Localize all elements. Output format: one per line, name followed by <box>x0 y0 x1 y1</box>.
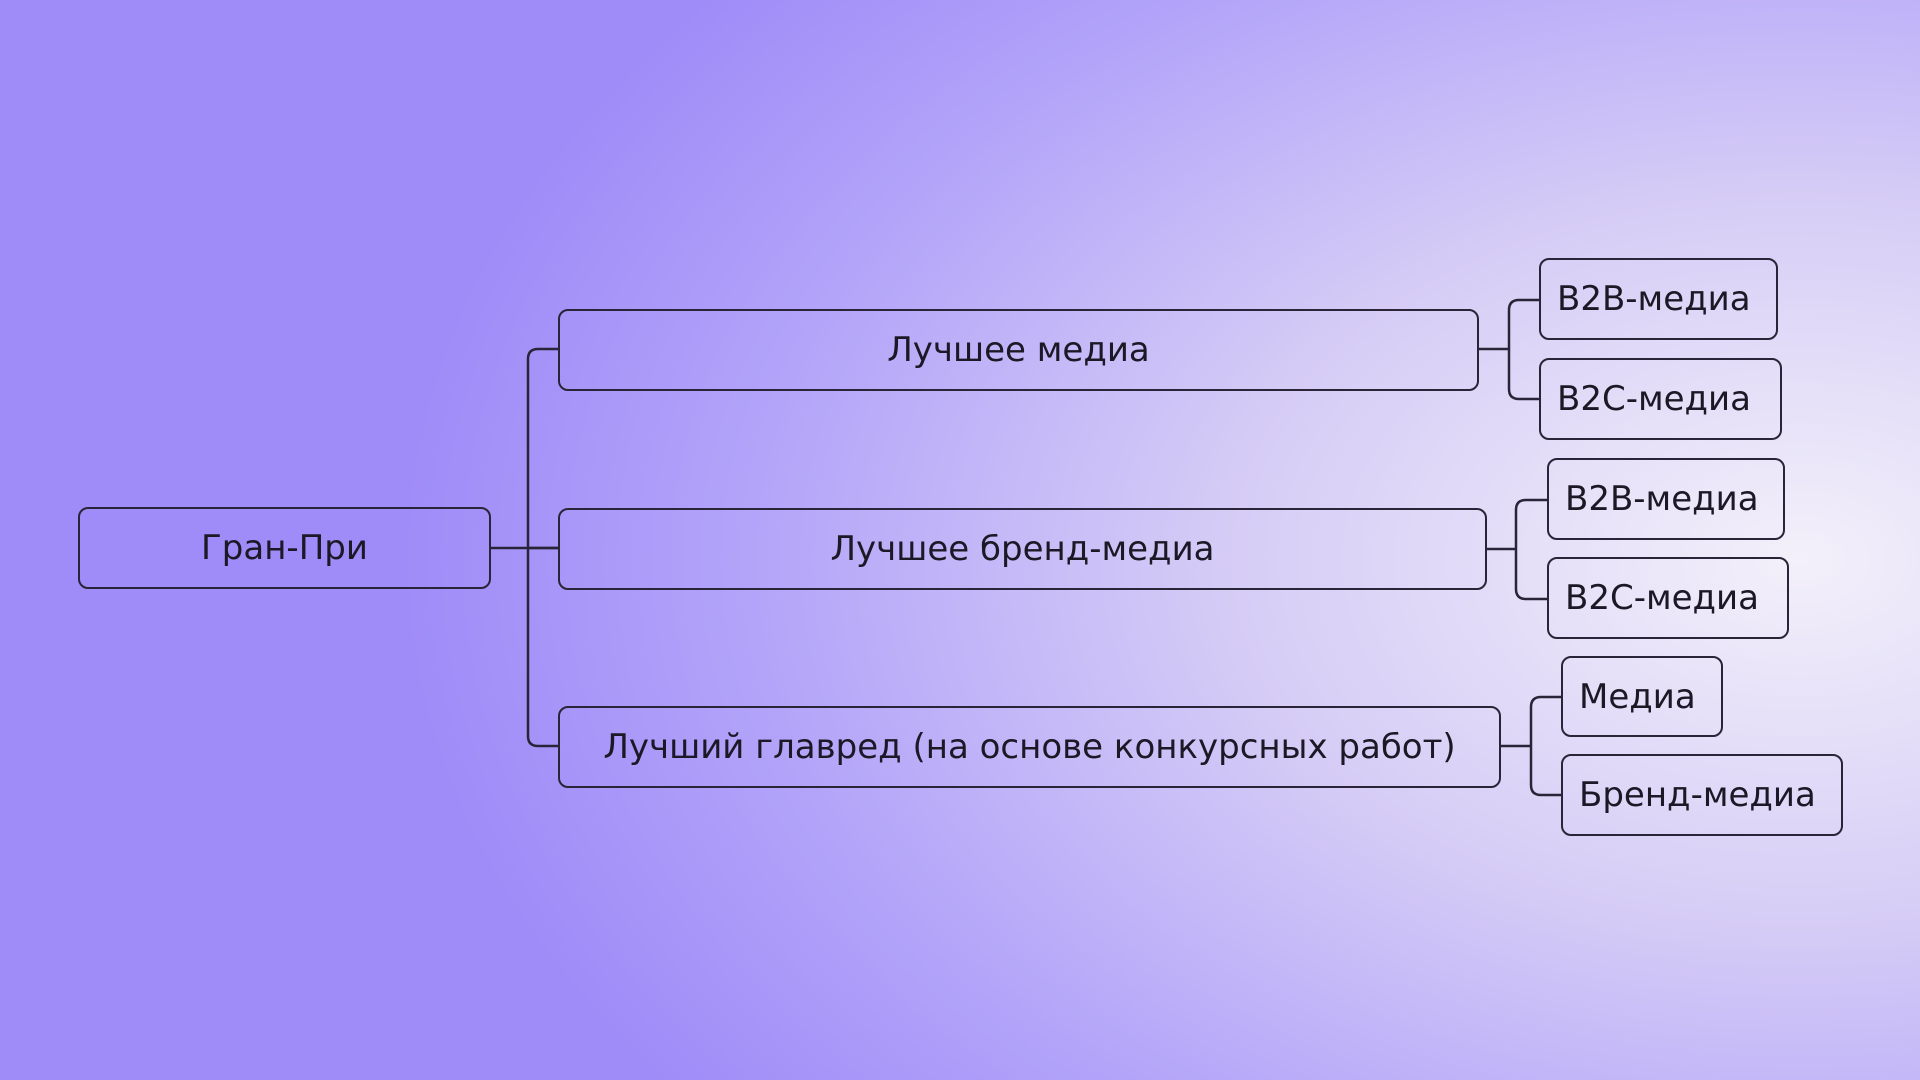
subcategory-label: Бренд-медиа <box>1579 775 1816 815</box>
subcategory-node: B2C-медиа <box>1539 358 1782 440</box>
subcategory-node: Бренд-медиа <box>1561 754 1843 836</box>
root-node: Гран-При <box>78 507 491 589</box>
subcategory-label: Медиа <box>1579 676 1696 717</box>
category-node: Лучшее медиа <box>558 309 1479 391</box>
root-label: Гран-При <box>201 528 368 568</box>
subcategory-label: B2B-медиа <box>1557 279 1751 319</box>
subcategory-node: B2B-медиа <box>1539 258 1778 340</box>
category-node: Лучший главред (на основе конкурсных раб… <box>558 706 1501 788</box>
subcategory-node: Медиа <box>1561 656 1723 737</box>
category-label: Лучшее медиа <box>887 330 1150 370</box>
subcategory-label: B2B-медиа <box>1565 479 1759 519</box>
category-label: Лучшее бренд-медиа <box>830 529 1215 569</box>
subcategory-node: B2C-медиа <box>1547 557 1789 639</box>
category-label: Лучший главред (на основе конкурсных раб… <box>603 727 1456 767</box>
subcategory-label: B2C-медиа <box>1557 379 1751 419</box>
category-node: Лучшее бренд-медиа <box>558 508 1487 590</box>
subcategory-node: B2B-медиа <box>1547 458 1785 540</box>
subcategory-label: B2C-медиа <box>1565 578 1759 618</box>
